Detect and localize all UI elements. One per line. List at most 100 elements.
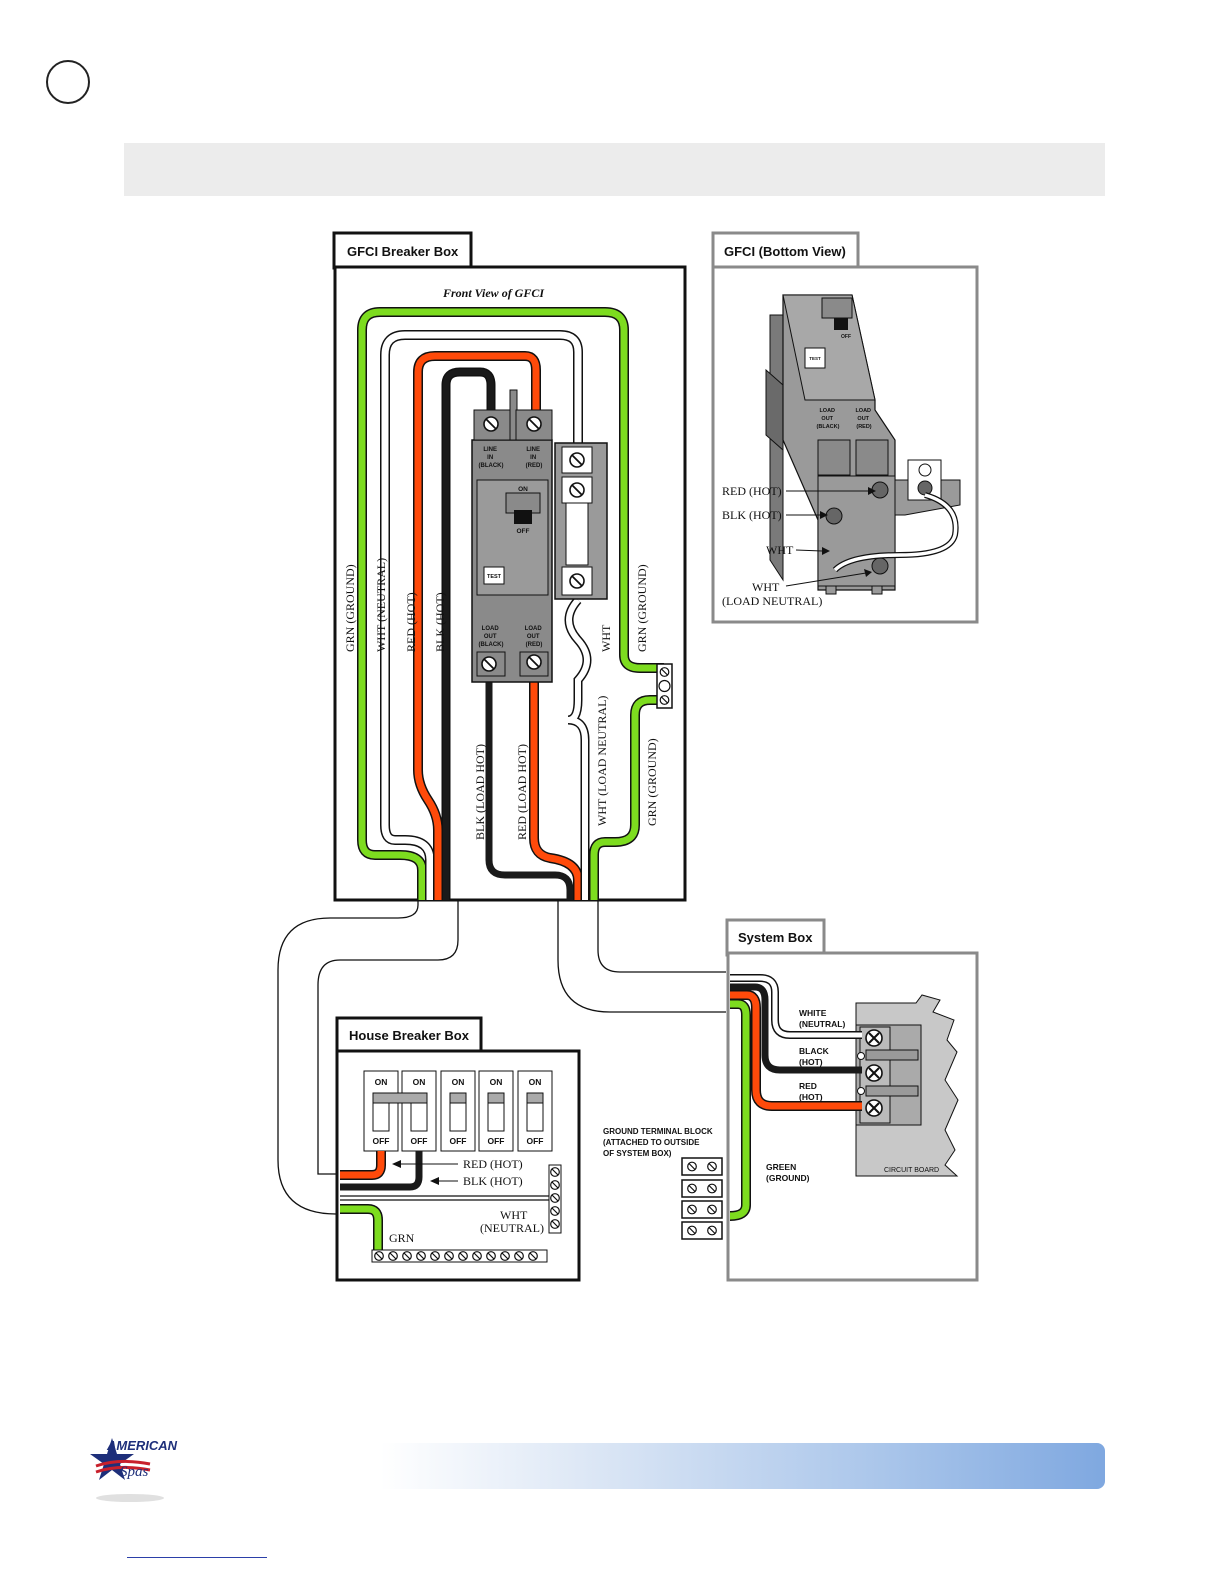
svg-text:OFF: OFF: [411, 1136, 428, 1146]
label-wht-load-neutral: WHT (LOAD NEUTRAL): [595, 696, 609, 826]
label-red-hot: RED (HOT): [404, 592, 418, 652]
gfci-bottom-view: GFCI (Bottom View) OFF TEST LOAD OUT (BL…: [711, 231, 979, 624]
label-wht-neutral: WHT (NEUTRAL): [374, 558, 388, 652]
svg-text:GREEN (GROUND): GREEN (GROUND): [766, 1162, 810, 1183]
svg-text:LOAD OUT (RED): LOAD OUT (RED): [525, 626, 544, 648]
house-blk-hot-label: BLK (HOT): [463, 1174, 523, 1188]
load-out-red-3: (RED): [526, 642, 543, 648]
svg-text:LOAD OUT (BLACK): LOAD OUT (BLACK): [479, 626, 504, 648]
svg-text:LOAD OUT (RED): LOAD OUT (RED): [855, 408, 872, 430]
svg-text:OFF: OFF: [488, 1136, 505, 1146]
svg-text:OFF: OFF: [527, 1136, 544, 1146]
section-number-circle: [46, 60, 90, 104]
svg-text:ON: ON: [529, 1077, 542, 1087]
label-grn-ground-right: GRN (GROUND): [635, 564, 649, 652]
label-grn-ground-bottom: GRN (GROUND): [645, 738, 659, 826]
american-spas-logo: AMERICAN Spas: [90, 1438, 178, 1502]
gfci-on-label: ON: [518, 486, 528, 493]
house-breaker-box: House Breaker Box ON OFF ON OFF ON OFF: [335, 1016, 581, 1282]
label-wht: WHT: [599, 624, 613, 652]
house-box-title: House Breaker Box: [349, 1028, 470, 1043]
header-band: [124, 143, 1105, 196]
house-breaker-4: ON OFF: [478, 1070, 514, 1152]
svg-text:ON: ON: [413, 1077, 426, 1087]
load-out-red-1: LOAD: [525, 626, 543, 632]
gfci-box-title: GFCI Breaker Box: [347, 244, 459, 259]
svg-text:Spas: Spas: [120, 1464, 149, 1480]
svg-text:ON: ON: [490, 1077, 503, 1087]
load-out-red-2: OUT: [527, 634, 540, 640]
svg-text:WHITE (NEUTRAL): WHITE (NEUTRAL): [799, 1008, 845, 1029]
svg-text:AMERICAN: AMERICAN: [106, 1438, 178, 1453]
conduit-gfci-to-house: [277, 900, 419, 1215]
house-wht-label: WHT: [500, 1208, 528, 1222]
house-double-pole-handle: [372, 1092, 428, 1104]
ground-block-label-3: OF SYSTEM BOX): [603, 1149, 672, 1158]
svg-text:TEST: TEST: [809, 356, 821, 361]
bottom-wht-load-label: WHT: [752, 580, 780, 594]
house-neutral-label: (NEUTRAL): [480, 1221, 544, 1235]
load-out-black-1: LOAD: [482, 626, 500, 632]
system-black-label: BLACK: [799, 1046, 830, 1056]
house-red-hot-label: RED (HOT): [463, 1157, 523, 1171]
system-box-title: System Box: [738, 930, 813, 945]
line-in-red-3: (RED): [526, 463, 543, 469]
bottom-load-neutral-label: (LOAD NEUTRAL): [722, 594, 822, 608]
system-white-sub: (NEUTRAL): [799, 1019, 845, 1029]
ground-block-label-1: GROUND TERMINAL BLOCK: [603, 1127, 713, 1136]
system-box-tab: [725, 918, 826, 957]
house-grn-label: GRN: [389, 1231, 415, 1245]
load-out-black-3: (BLACK): [479, 642, 504, 648]
system-white-label: WHITE: [799, 1008, 827, 1018]
gfci-bottom-title: GFCI (Bottom View): [724, 244, 846, 259]
bottom-blk-hot-label: BLK (HOT): [722, 508, 782, 522]
gfci-toggle: [514, 510, 532, 524]
svg-text:OFF: OFF: [373, 1136, 390, 1146]
svg-text:LINE IN (RED): LINE IN (RED): [526, 447, 543, 469]
gfci-test-button: [483, 566, 505, 585]
label-blk-load-hot: BLK (LOAD HOT): [473, 744, 487, 840]
svg-text:RED (HOT): RED (HOT): [799, 1081, 823, 1102]
ground-block-label-2: (ATTACHED TO OUTSIDE: [603, 1138, 700, 1147]
svg-text:ON: ON: [375, 1077, 388, 1087]
line-in-black-1: LINE: [483, 447, 497, 453]
svg-text:LINE IN (BLACK): LINE IN (BLACK): [479, 447, 504, 469]
house-breaker-2: ON OFF: [401, 1070, 437, 1152]
gfci-bottom-tab: [711, 231, 860, 270]
system-green-label: GREEN: [766, 1162, 796, 1172]
ground-terminal-block: GROUND TERMINAL BLOCK (ATTACHED TO OUTSI…: [603, 1127, 723, 1240]
label-blk-hot: BLK (HOT): [433, 592, 447, 652]
footer-link-underline[interactable]: [127, 1557, 267, 1558]
label-red-load-hot: RED (LOAD HOT): [515, 744, 529, 840]
system-red-sub: (HOT): [799, 1092, 823, 1102]
svg-text:GROUND TERMINAL BLOCK (A: GROUND TERMINAL BLOCK (ATTACHED TO OUTSI…: [603, 1127, 715, 1158]
house-breaker-1: ON OFF: [363, 1070, 399, 1152]
gfci-breaker-box: GFCI Breaker Box Front View of GFCI: [332, 231, 687, 902]
svg-text:OFF: OFF: [450, 1136, 467, 1146]
line-in-red-1: LINE: [526, 447, 540, 453]
line-in-black-2: IN: [487, 455, 493, 461]
system-red-label: RED: [799, 1081, 817, 1091]
system-black-sub: (HOT): [799, 1057, 823, 1067]
conduits: [277, 900, 726, 1215]
house-breaker-5: ON OFF: [517, 1070, 553, 1152]
svg-text:TEST: TEST: [487, 574, 502, 580]
front-view-label: Front View of GFCI: [442, 286, 545, 300]
svg-text:LOAD OUT (BLACK): LOAD OUT (BLACK): [817, 408, 840, 430]
system-green-sub: (GROUND): [766, 1173, 810, 1183]
load-out-black-2: OUT: [484, 634, 497, 640]
gfci-off-label: OFF: [517, 528, 530, 535]
bottom-red-hot-label: RED (HOT): [722, 484, 782, 498]
svg-text:ON: ON: [452, 1077, 465, 1087]
line-in-black-3: (BLACK): [479, 463, 504, 469]
gfci-black-load-wire: [485, 660, 574, 900]
system-box: System Box CIRCUIT BOARD WHITE (NEUTRAL)…: [725, 918, 979, 1282]
label-grn-ground-left: GRN (GROUND): [343, 564, 357, 652]
bottom-wht-label: WHT: [766, 543, 794, 557]
bottom-toggle: [834, 318, 848, 330]
svg-text:OFF: OFF: [841, 334, 851, 340]
footer-gradient-bar: [380, 1443, 1105, 1489]
system-black-wire: [730, 983, 862, 1074]
line-in-red-2: IN: [530, 455, 536, 461]
house-black-wire: [340, 1151, 423, 1191]
